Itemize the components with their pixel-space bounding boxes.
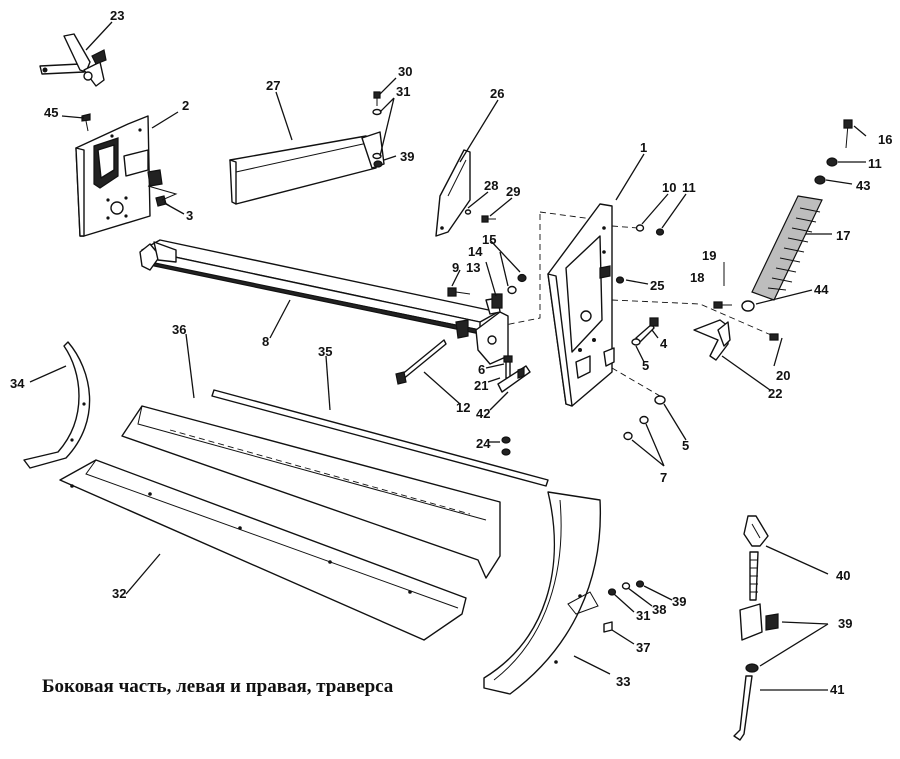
- part-number-labels: 23 2 45 3 27 30 31 39 26 28 29 1 10 11 2…: [10, 8, 892, 697]
- label-28: 28: [484, 178, 498, 193]
- part-30-31-39-hardware: [372, 91, 383, 168]
- label-21: 21: [474, 378, 488, 393]
- label-45: 45: [44, 105, 58, 120]
- label-8: 8: [262, 334, 269, 349]
- label-44: 44: [814, 282, 829, 297]
- part-35-strip: [211, 389, 549, 487]
- label-12: 12: [456, 400, 470, 415]
- label-18: 18: [690, 270, 704, 285]
- label-19: 19: [702, 248, 716, 263]
- label-6: 6: [478, 362, 485, 377]
- label-20: 20: [776, 368, 790, 383]
- label-40: 40: [836, 568, 850, 583]
- parts-6-21-42-clamp: [497, 355, 531, 393]
- diagram-caption: Боковая часть, левая и правая, траверса: [42, 676, 394, 697]
- label-13: 13: [466, 260, 480, 275]
- label-36: 36: [172, 322, 186, 337]
- label-39-low: 39: [672, 594, 686, 609]
- label-31-top: 31: [396, 84, 410, 99]
- label-32: 32: [112, 586, 126, 601]
- label-43: 43: [856, 178, 870, 193]
- part-27-brace: [229, 131, 385, 205]
- label-14: 14: [468, 244, 483, 259]
- parts-10-11-25-nuts: [615, 224, 665, 284]
- parts-31-37-38-39-hardware: [567, 580, 645, 633]
- label-25: 25: [650, 278, 664, 293]
- label-26: 26: [490, 86, 504, 101]
- part-1-side-plate-right: [539, 203, 615, 407]
- part-22-latch: [693, 262, 779, 361]
- label-5-low: 5: [682, 438, 689, 453]
- label-39-right: 39: [838, 616, 852, 631]
- part-17-spring-assembly: [741, 119, 853, 312]
- label-7: 7: [660, 470, 667, 485]
- label-1: 1: [640, 140, 647, 155]
- part-12-long-bolt: [395, 339, 447, 385]
- label-33: 33: [616, 674, 630, 689]
- label-31-low: 31: [636, 608, 650, 623]
- parts-4-5-7-fasteners: [623, 317, 666, 441]
- label-24: 24: [476, 436, 491, 451]
- label-2: 2: [182, 98, 189, 113]
- part-2-side-plate-left: [75, 115, 163, 237]
- label-11-top: 11: [868, 156, 882, 171]
- label-35: 35: [318, 344, 332, 359]
- part-3-bolt: [147, 185, 178, 207]
- label-39-top: 39: [400, 149, 414, 164]
- part-40-41-chain-hook: [733, 515, 779, 741]
- label-27: 27: [266, 78, 280, 93]
- part-23-linkage-bracket: [39, 33, 107, 87]
- part-36-cover: [121, 405, 501, 579]
- part-33-arc-plate: [483, 491, 602, 695]
- label-30: 30: [398, 64, 412, 79]
- label-4: 4: [660, 336, 668, 351]
- label-22: 22: [768, 386, 782, 401]
- label-10: 10: [662, 180, 676, 195]
- label-37: 37: [636, 640, 650, 655]
- part-24-washers: [501, 436, 511, 456]
- label-41: 41: [830, 682, 844, 697]
- label-9: 9: [452, 260, 459, 275]
- label-38: 38: [652, 602, 666, 617]
- label-11-mid: 11: [682, 180, 696, 195]
- label-34: 34: [10, 376, 25, 391]
- parts-9-13-14-15-hardware: [447, 273, 527, 309]
- part-8-traverse-beam: [139, 239, 509, 365]
- part-45-screw: [81, 113, 91, 132]
- leader-lines: [29, 21, 867, 691]
- label-3: 3: [186, 208, 193, 223]
- part-34-arc-plate: [23, 341, 91, 469]
- label-15: 15: [482, 232, 496, 247]
- part-26-bracket: [435, 149, 471, 237]
- label-42: 42: [476, 406, 490, 421]
- part-32-lower-cover: [59, 459, 467, 641]
- label-5-mid: 5: [642, 358, 649, 373]
- label-17: 17: [836, 228, 850, 243]
- label-23: 23: [110, 8, 124, 23]
- label-29: 29: [506, 184, 520, 199]
- label-16: 16: [878, 132, 892, 147]
- part-28-29-fasteners: [464, 209, 496, 223]
